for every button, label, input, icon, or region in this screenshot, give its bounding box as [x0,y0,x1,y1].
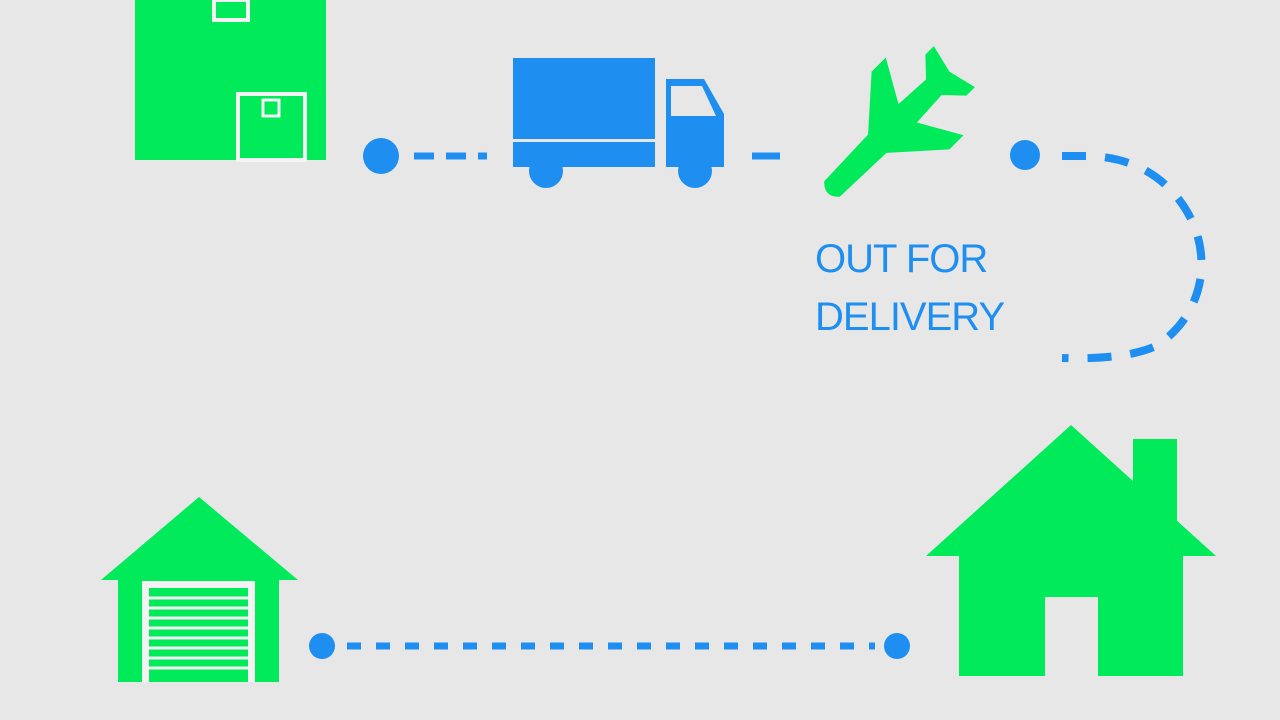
warehouse-garage-icon [101,497,298,682]
route-point [363,138,399,174]
top-route-connector-right [1010,140,1206,363]
delivery-truck-icon [513,58,724,188]
out-for-delivery-label: OUT FOR DELIVERY [815,230,1045,346]
house-icon [926,425,1216,676]
bottom-route-connector [309,633,910,659]
route-point [309,633,335,659]
airplane-icon [824,46,975,197]
out-for-delivery-line-2: DELIVERY [815,295,1005,339]
route-point [1010,140,1040,170]
top-route-connector-left [363,138,487,174]
out-for-delivery-line-1: OUT FOR [815,237,988,281]
route-point [884,633,910,659]
package-box-icon [135,0,326,162]
curved-dashed-route-line [1061,152,1206,363]
